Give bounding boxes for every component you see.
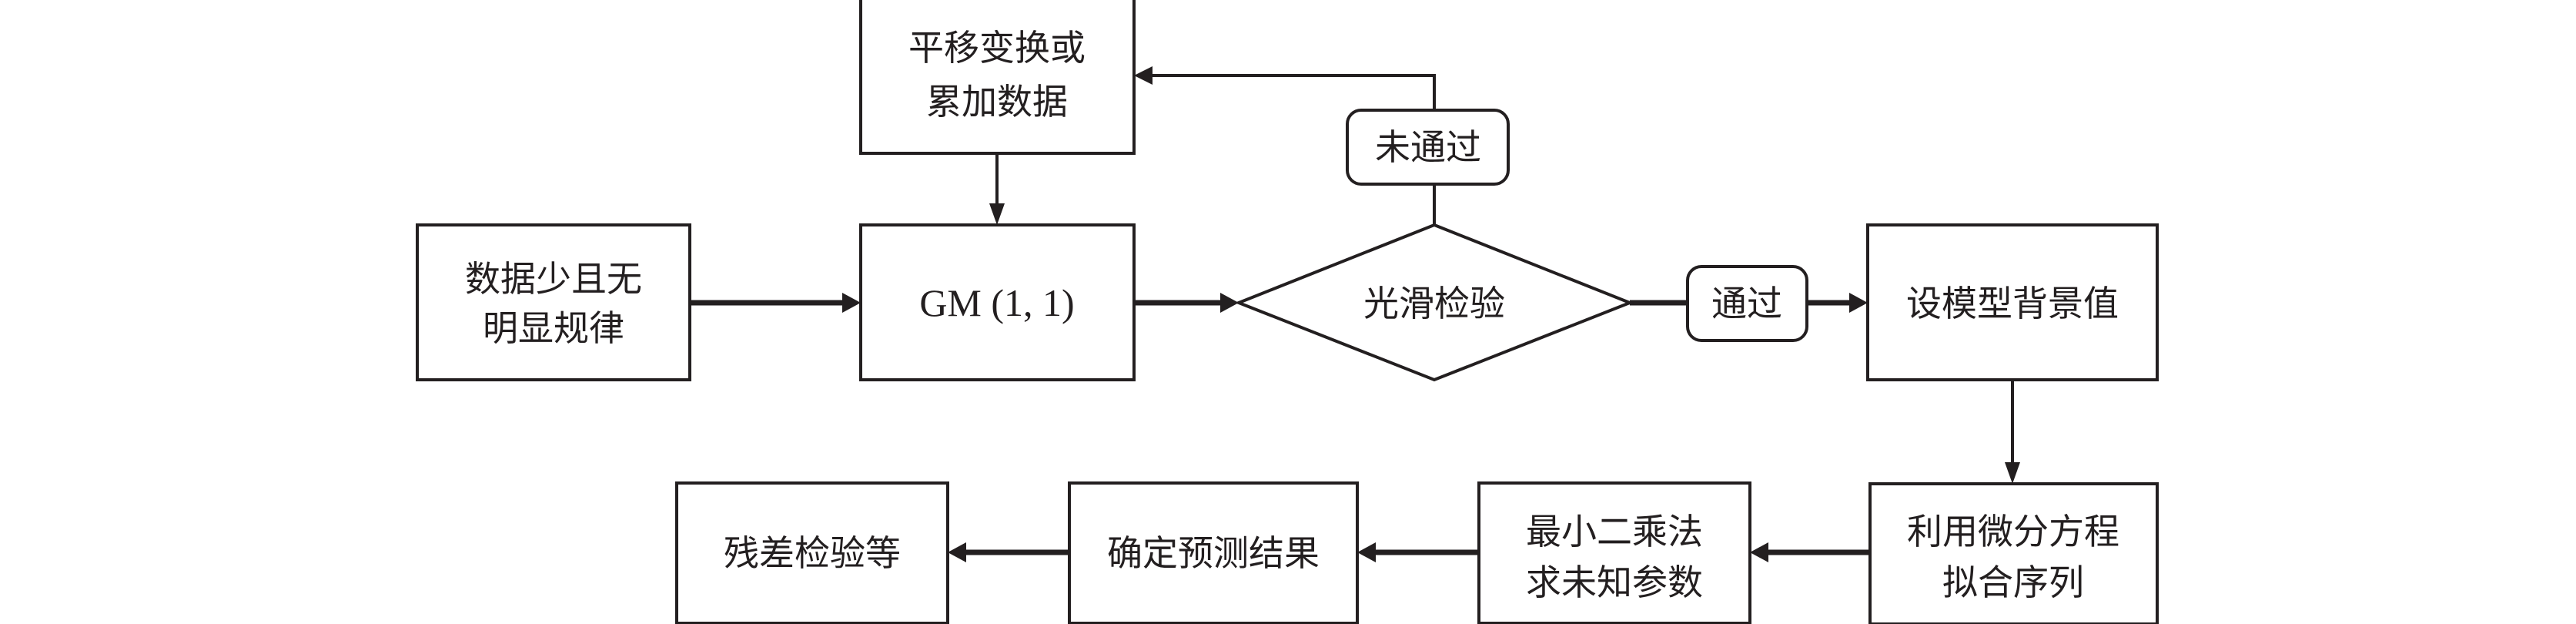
node-input[interactable]: 数据少且无 明显规律	[416, 223, 691, 381]
node-smooth-check-label: 光滑检验	[1363, 283, 1505, 324]
arrowhead-icon	[842, 293, 861, 313]
node-fit[interactable]: 利用微分方程 拟合序列	[1868, 482, 2159, 624]
node-input-line-2: 明显规律	[483, 307, 624, 349]
arrowhead-icon	[1357, 542, 1376, 562]
edge-label-fail: 未通过	[1346, 109, 1510, 186]
node-predict[interactable]: 确定预测结果	[1068, 481, 1359, 624]
node-predict-label: 确定预测结果	[1107, 532, 1320, 574]
node-background-label: 设模型背景值	[1906, 283, 2119, 324]
node-background[interactable]: 设模型背景值	[1866, 223, 2159, 381]
arrowhead-icon	[1750, 542, 1768, 562]
node-fit-line-1: 利用微分方程	[1907, 511, 2119, 552]
edges	[690, 66, 2020, 562]
node-least-squares-line-1: 最小二乘法	[1526, 511, 1703, 552]
nodes: 数据少且无 明显规律 GM (1, 1) 平移变换或 累加数据 光滑检验 设模型…	[416, 0, 2159, 624]
node-least-squares[interactable]: 最小二乘法 求未知参数	[1477, 481, 1751, 624]
edge-label-pass-text: 通过	[1711, 283, 1782, 324]
arrowhead-icon	[948, 542, 966, 562]
arrowhead-icon	[989, 203, 1005, 225]
edge-label-pass: 通过	[1686, 265, 1808, 342]
node-gm-label: GM (1, 1)	[919, 281, 1074, 324]
node-smooth-check[interactable]: 光滑检验	[1234, 223, 1634, 382]
node-fit-line-2: 拟合序列	[1942, 562, 2084, 603]
edge-label-fail-text: 未通过	[1375, 126, 1481, 168]
arrowhead-icon	[1134, 66, 1153, 85]
arrowhead-icon	[1849, 293, 1868, 313]
node-residual[interactable]: 残差检验等	[675, 481, 949, 624]
node-input-line-1: 数据少且无	[465, 258, 642, 300]
node-transform-line-2: 累加数据	[926, 81, 1068, 122]
node-residual-label: 残差检验等	[724, 532, 901, 574]
node-transform-line-1: 平移变换或	[908, 27, 1086, 69]
node-gm[interactable]: GM (1, 1)	[859, 223, 1136, 381]
edge-labels: 未通过 通过	[1346, 109, 1808, 342]
node-least-squares-line-2: 求未知参数	[1526, 562, 1703, 603]
arrowhead-icon	[2005, 462, 2020, 484]
arrowhead-icon	[1220, 293, 1239, 313]
node-transform[interactable]: 平移变换或 累加数据	[859, 0, 1136, 155]
